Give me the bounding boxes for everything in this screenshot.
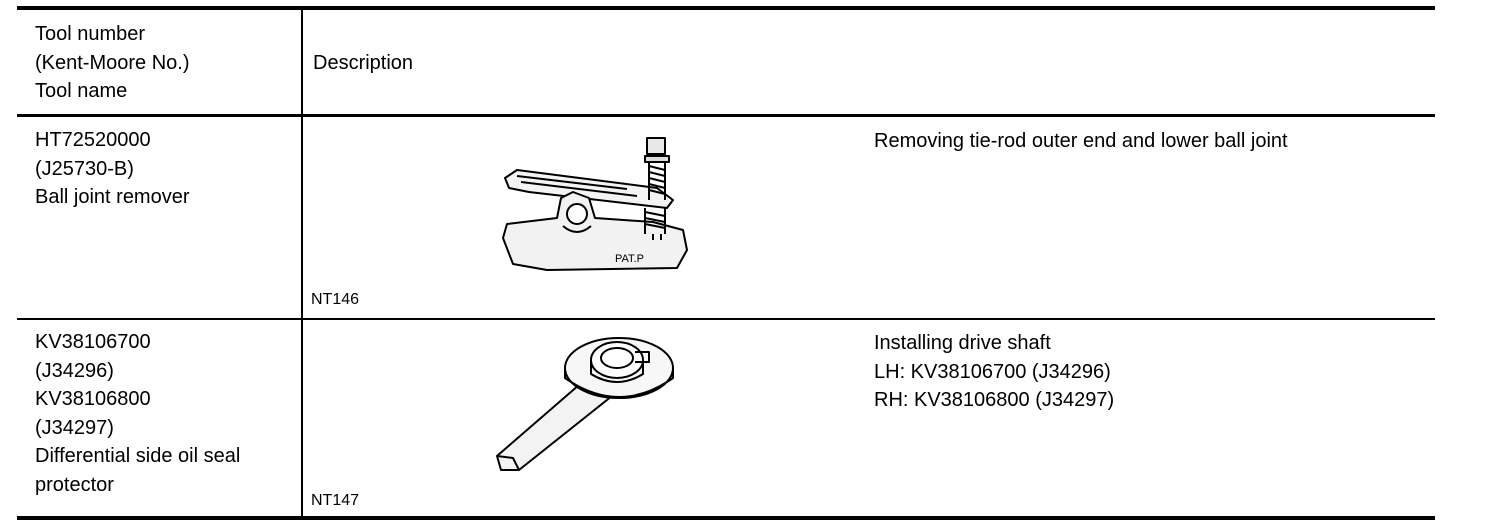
oil-seal-protector-illustration bbox=[496, 337, 674, 471]
header-tool-column: Tool number (Kent-Moore No.) Tool name bbox=[35, 23, 190, 102]
table-row-tool-info: KV38106700 (J34296) KV38106800 (J34297) … bbox=[35, 331, 241, 496]
header-description-column: Description bbox=[313, 52, 414, 74]
header-divider bbox=[17, 114, 1435, 117]
table-row-tool-info: HT72520000 (J25730-B) Ball joint remover bbox=[35, 129, 190, 208]
column-divider bbox=[301, 8, 303, 518]
row-divider bbox=[17, 318, 1435, 320]
figure-label: PAT.P bbox=[615, 253, 644, 265]
figure-code: NT146 bbox=[311, 291, 360, 308]
table-bottom-rule bbox=[17, 516, 1435, 520]
table-row-description: Removing tie-rod outer end and lower bal… bbox=[874, 130, 1288, 152]
figure-code: NT147 bbox=[311, 492, 360, 509]
table-top-rule bbox=[17, 6, 1435, 10]
table-row-description: Installing drive shaft LH: KV38106700 (J… bbox=[874, 332, 1115, 411]
special-service-tools-table: Tool number (Kent-Moore No.) Tool name D… bbox=[17, 6, 1435, 520]
ball-joint-remover-illustration: PAT.P bbox=[502, 137, 688, 271]
